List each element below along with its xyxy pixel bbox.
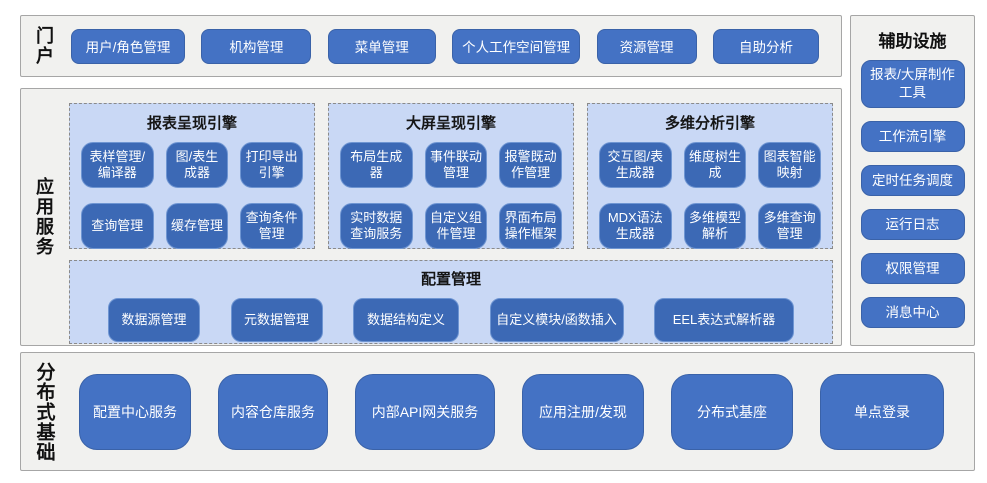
config-node: 数据结构定义 bbox=[353, 298, 459, 342]
auxiliary-node: 定时任务调度 bbox=[860, 165, 965, 196]
portal-section-label: 门户 bbox=[34, 26, 54, 66]
dashboard-engine-group-title: 大屏呈现引擎 bbox=[405, 115, 496, 132]
config-management-group: 配置管理 数据源管理 元数据管理 数据结构定义 自定义模块/函数插入 EEL表达… bbox=[69, 260, 833, 344]
olap-engine-node: 多维模型解析 bbox=[683, 203, 747, 249]
dashboard-engine-node: 报警既动作管理 bbox=[499, 142, 562, 188]
report-engine-node: 表样管理/编译器 bbox=[81, 142, 154, 188]
dashboard-engine-node: 界面布局操作框架 bbox=[499, 203, 562, 249]
report-engine-node: 图/表生成器 bbox=[165, 142, 229, 188]
olap-engine-node-grid: 交互图/表生成器 维度树生成 图表智能映射 MDX语法生成器 多维模型解析 多维… bbox=[599, 142, 821, 249]
auxiliary-facilities-title: 辅助设施 bbox=[878, 32, 947, 51]
dashboard-engine-node: 事件联动管理 bbox=[424, 142, 488, 188]
dashboard-engine-node: 布局生成器 bbox=[340, 142, 413, 188]
portal-node: 自助分析 bbox=[712, 28, 819, 64]
dashboard-engine-node-grid: 布局生成器 事件联动管理 报警既动作管理 实时数据查询服务 自定义组件管理 界面… bbox=[340, 142, 562, 249]
distributed-node: 应用注册/发现 bbox=[522, 373, 644, 450]
olap-engine-node: 交互图/表生成器 bbox=[599, 142, 672, 188]
app-services-section: 应用服务 报表呈现引擎 表样管理/编译器 图/表生成器 打印导出引擎 查询管 bbox=[20, 88, 842, 346]
olap-engine-node: 维度树生成 bbox=[683, 142, 747, 188]
report-engine-node: 查询管理 bbox=[81, 203, 154, 249]
auxiliary-node: 消息中心 bbox=[860, 297, 965, 328]
auxiliary-node: 报表/大屏制作工具 bbox=[860, 60, 965, 108]
portal-node-row: 用户/角色管理 机构管理 菜单管理 个人工作空间管理 资源管理 自助分析 bbox=[67, 16, 841, 76]
distributed-node-row: 配置中心服务 内容仓库服务 内部API网关服务 应用注册/发现 分布式基座 单点… bbox=[67, 353, 974, 470]
olap-engine-node: 多维查询管理 bbox=[758, 203, 821, 249]
app-services-content: 报表呈现引擎 表样管理/编译器 图/表生成器 打印导出引擎 查询管理 缓存管理 bbox=[67, 89, 841, 345]
report-engine-group: 报表呈现引擎 表样管理/编译器 图/表生成器 打印导出引擎 查询管理 缓存管理 bbox=[69, 103, 315, 249]
report-engine-node: 缓存管理 bbox=[165, 203, 229, 249]
olap-engine-node: MDX语法生成器 bbox=[599, 203, 672, 249]
dashboard-engine-node: 自定义组件管理 bbox=[424, 203, 488, 249]
config-node: 数据源管理 bbox=[108, 298, 200, 342]
dashboard-engine-group: 大屏呈现引擎 布局生成器 事件联动管理 报警既动作管理 实时数据查询服务 自定义… bbox=[328, 103, 574, 249]
olap-engine-group: 多维分析引擎 交互图/表生成器 维度树生成 图表智能映射 MDX语法生成器 多维… bbox=[587, 103, 833, 249]
report-engine-node-grid: 表样管理/编译器 图/表生成器 打印导出引擎 查询管理 缓存管理 查询条件管理 bbox=[81, 142, 303, 249]
auxiliary-facilities-section: 辅助设施 报表/大屏制作工具 工作流引擎 定时任务调度 运行日志 权限管理 消息… bbox=[850, 15, 975, 346]
portal-section: 门户 用户/角色管理 机构管理 菜单管理 个人工作空间管理 资源管理 自助分析 bbox=[20, 15, 842, 77]
report-engine-node: 打印导出引擎 bbox=[240, 142, 303, 188]
auxiliary-node: 运行日志 bbox=[860, 209, 965, 240]
portal-node: 资源管理 bbox=[596, 28, 697, 64]
auxiliary-node: 工作流引擎 bbox=[860, 121, 965, 152]
report-engine-group-title: 报表呈现引擎 bbox=[146, 115, 237, 132]
olap-engine-group-title: 多维分析引擎 bbox=[664, 115, 755, 132]
portal-node: 个人工作空间管理 bbox=[452, 28, 581, 64]
auxiliary-node: 权限管理 bbox=[860, 253, 965, 284]
distributed-foundation-label: 分布式基础 bbox=[33, 361, 55, 462]
config-node: 元数据管理 bbox=[230, 298, 323, 342]
olap-engine-node: 图表智能映射 bbox=[758, 142, 821, 188]
auxiliary-node-column: 报表/大屏制作工具 工作流引擎 定时任务调度 运行日志 权限管理 消息中心 bbox=[851, 60, 974, 328]
app-services-section-label: 应用服务 bbox=[34, 177, 54, 257]
engine-groups-row: 报表呈现引擎 表样管理/编译器 图/表生成器 打印导出引擎 查询管理 缓存管理 bbox=[69, 103, 833, 249]
config-management-group-title: 配置管理 bbox=[420, 271, 481, 288]
distributed-node: 内部API网关服务 bbox=[355, 373, 495, 450]
config-node: 自定义模块/函数插入 bbox=[489, 298, 624, 342]
portal-node: 机构管理 bbox=[201, 28, 312, 64]
config-node-row: 数据源管理 元数据管理 数据结构定义 自定义模块/函数插入 EEL表达式解析器 bbox=[108, 298, 794, 342]
portal-node: 菜单管理 bbox=[327, 28, 436, 64]
distributed-node: 单点登录 bbox=[820, 373, 944, 450]
report-engine-node: 查询条件管理 bbox=[240, 203, 303, 249]
dashboard-engine-node: 实时数据查询服务 bbox=[340, 203, 413, 249]
distributed-foundation-section: 分布式基础 配置中心服务 内容仓库服务 内部API网关服务 应用注册/发现 分布… bbox=[20, 352, 975, 471]
config-node: EEL表达式解析器 bbox=[654, 298, 794, 342]
portal-node: 用户/角色管理 bbox=[71, 28, 185, 64]
distributed-node: 配置中心服务 bbox=[79, 373, 191, 450]
distributed-node: 分布式基座 bbox=[671, 373, 793, 450]
distributed-node: 内容仓库服务 bbox=[218, 373, 328, 450]
